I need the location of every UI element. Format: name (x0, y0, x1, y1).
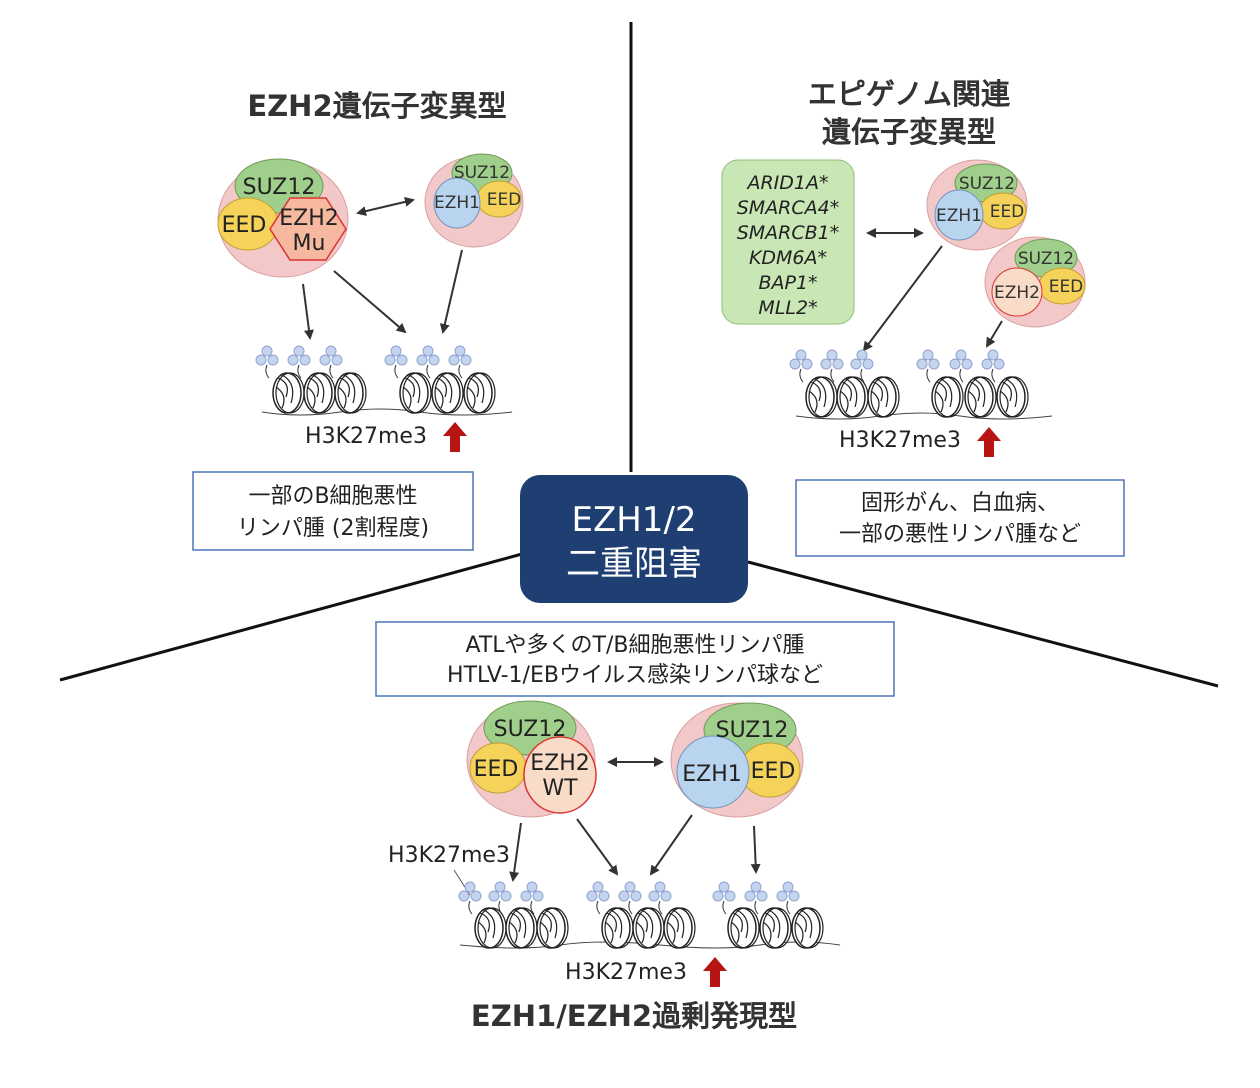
top-left-title: EZH2遺伝子変異型 (247, 89, 506, 123)
eed-label: EED (222, 213, 267, 238)
arrow (509, 822, 522, 882)
complex-ezh2-wt: SUZ12 EED EZH2 WT (466, 700, 597, 818)
center-title-line-1: EZH1/2 (571, 500, 696, 540)
arrow (862, 245, 943, 352)
divider-right (747, 560, 1219, 688)
arrow (985, 320, 1003, 348)
complex-ezh1: SUZ12 EED EZH1 (424, 153, 524, 248)
gene-box (721, 159, 855, 325)
complex-ezh1: SUZ12 EED EZH1 (926, 159, 1028, 251)
disease-box (795, 479, 1125, 557)
center-title-line-2: 二重阻害 (566, 544, 702, 584)
suz12-label: SUZ12 (1018, 249, 1074, 269)
arrow (576, 818, 619, 876)
eed-label: EED (1049, 277, 1084, 297)
suz12-label: SUZ12 (959, 174, 1015, 194)
arrow (302, 283, 314, 340)
arrow (333, 270, 407, 334)
chromatin (458, 881, 841, 949)
gene-item: BAP1* (758, 272, 817, 294)
ezh2-label: EZH2 (279, 206, 339, 231)
up-arrow-icon (977, 427, 1001, 457)
disease-line-2: 一部の悪性リンパ腫など (839, 522, 1081, 547)
eed-label: EED (474, 757, 519, 782)
ezh1-label: EZH1 (936, 206, 982, 226)
complex-ezh2-mu: SUZ12 EED EZH2 Mu (217, 158, 349, 278)
eed-label: EED (990, 202, 1025, 222)
gene-item: MLL2* (758, 297, 817, 319)
suz12-label: SUZ12 (494, 717, 567, 742)
wt-label: WT (542, 776, 578, 801)
up-arrow-icon (703, 957, 727, 987)
gene-item: SMARCB1* (737, 222, 840, 244)
eed-label: EED (487, 190, 522, 210)
chromatin (789, 349, 1053, 420)
h3k27me3-label: H3K27me3 (839, 428, 961, 453)
top-right-title-line-1: エピゲノム関連 (808, 77, 1011, 111)
arrow (439, 249, 463, 334)
disease-box (192, 471, 474, 551)
top-right-title-line-2: 遺伝子変異型 (822, 115, 996, 149)
ezh2-label: EZH2 (994, 283, 1040, 303)
suz12-label: SUZ12 (454, 163, 510, 183)
arrow (649, 814, 693, 876)
disease-line-2: リンパ腫 (2割程度) (237, 516, 429, 541)
suz12-label: SUZ12 (243, 175, 316, 200)
arrow (750, 825, 761, 874)
center-box (520, 475, 748, 603)
gene-item: SMARCA4* (737, 197, 840, 219)
interaction-arrow (356, 196, 415, 217)
h3k27me3-label: H3K27me3 (565, 960, 687, 985)
suz12-label: SUZ12 (716, 718, 789, 743)
ezh1-label: EZH1 (682, 762, 742, 787)
divider-left (59, 552, 523, 682)
ezh1-label: EZH1 (434, 193, 480, 213)
disease-line-1: 固形がん、白血病、 (861, 491, 1059, 516)
chromatin (255, 345, 513, 416)
eed-label: EED (751, 759, 796, 784)
disease-line-2: HTLV-1/EBウイルス感染リンパ球など (447, 663, 823, 688)
disease-line-1: ATLや多くのT/B細胞悪性リンパ腫 (466, 633, 805, 658)
ezh2-label: EZH2 (530, 751, 590, 776)
disease-line-1: 一部のB細胞悪性 (248, 484, 417, 509)
complex-ezh1: SUZ12 EED EZH1 (670, 702, 804, 818)
bottom-title: EZH1/EZH2過剰発現型 (471, 999, 797, 1033)
up-arrow-icon (443, 422, 467, 452)
disease-box (375, 621, 895, 697)
h3k27me3-callout: H3K27me3 (388, 843, 510, 868)
mu-label: Mu (293, 231, 326, 256)
gene-item: ARID1A* (745, 172, 828, 194)
gene-item: KDM6A* (749, 247, 827, 269)
complex-ezh2: SUZ12 EED EZH2 (984, 236, 1086, 328)
h3k27me3-label: H3K27me3 (305, 424, 427, 449)
